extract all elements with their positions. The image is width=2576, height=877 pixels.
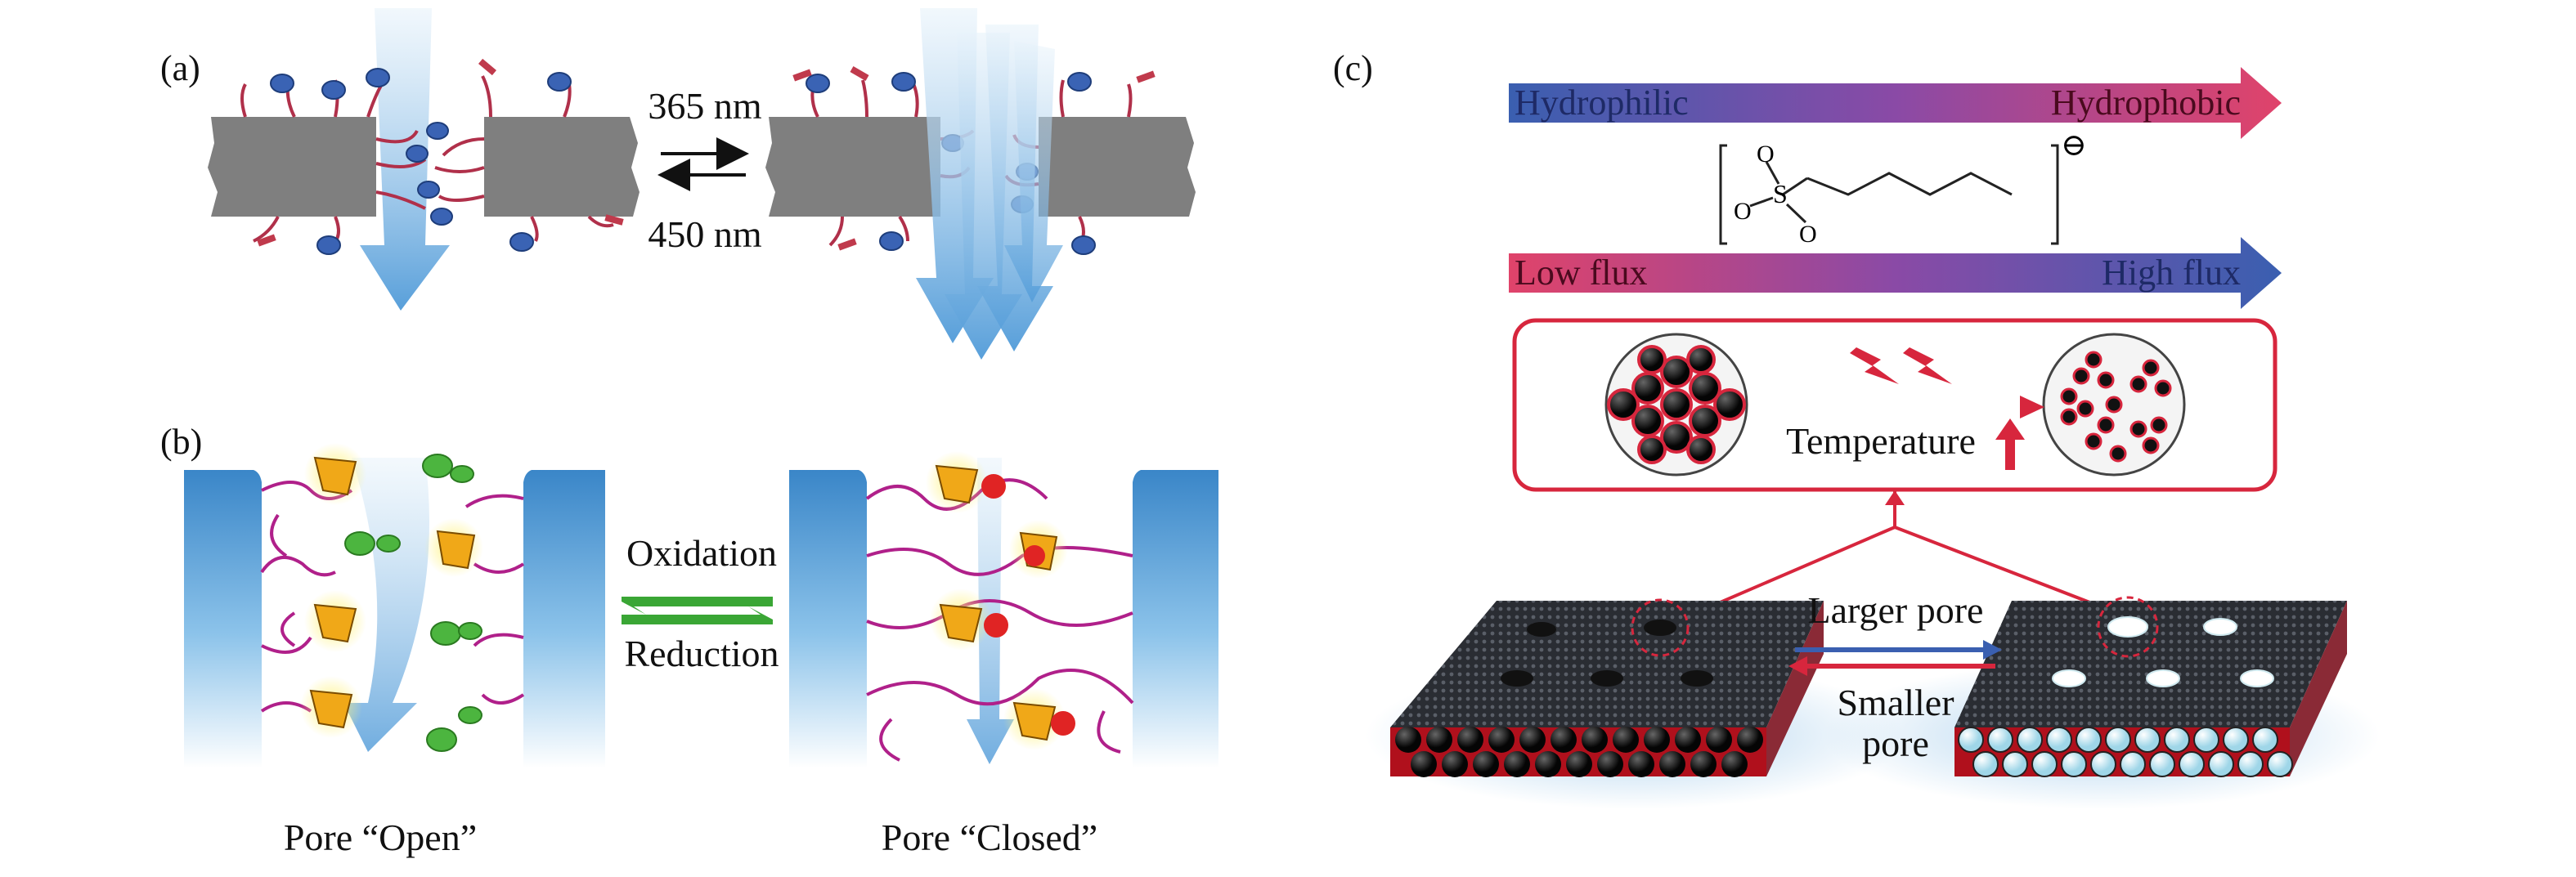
flux-gradient-arrow [1509, 237, 2282, 309]
pore-closed-caption: Pore “Closed” [882, 817, 1097, 858]
smaller-pore-arrow-head [1788, 656, 1807, 676]
membrane-block-left-2 [484, 117, 640, 217]
panel-c-label: (c) [1333, 48, 1373, 88]
membrane-block-right-1 [765, 117, 940, 217]
atom-o2: O [1734, 198, 1752, 225]
temperature-up-arrow-icon [1995, 418, 2025, 470]
atom-o1: O [1757, 141, 1775, 168]
flow-arrow-bundle-right [916, 8, 1063, 360]
polymer-chains-open [260, 481, 525, 713]
azo-tags-right [792, 66, 1156, 251]
cyclodextrin-hosts-open [309, 456, 476, 729]
pore-wall-right-1 [789, 470, 867, 768]
temperature-label: Temperature [1786, 420, 1976, 462]
sulfonate-molecule: O S O O ⊖ [1719, 128, 2087, 248]
membrane-large-pore [1954, 596, 2347, 777]
packed-micelle [1604, 333, 1748, 477]
smaller-pore-label-line2: pore [1862, 723, 1929, 764]
membrane-small-pore [1390, 598, 1824, 777]
membrane-block-right-2 [1039, 117, 1196, 217]
pore-wall-right-2 [1133, 470, 1218, 768]
reduction-arrow [622, 606, 773, 624]
panel-a-label: (a) [160, 48, 200, 88]
membrane-block-left-1 [208, 117, 376, 217]
high-flux-label: High flux [2102, 253, 2241, 293]
smaller-pore-label-line1: Smaller [1837, 682, 1954, 723]
atom-s: S [1773, 179, 1788, 208]
panel-c: (c) Hydrophilic Hydrophobic O S O O ⊖ Lo… [1333, 48, 2380, 809]
charge-label: ⊖ [2061, 128, 2087, 163]
reduction-label: Reduction [624, 633, 779, 674]
cyclodextrin-hosts-closed [935, 464, 1058, 741]
panel-b-label: (b) [160, 422, 202, 462]
expanded-micelle [2042, 333, 2186, 477]
larger-pore-arrow-head [1983, 640, 2002, 660]
temperature-arrow-head [2020, 396, 2044, 418]
ferrocene-guests-free [344, 454, 482, 752]
pore-wall-left-1 [184, 470, 262, 768]
pore-wall-left-2 [523, 470, 605, 768]
hydrophobic-label: Hydrophobic [2051, 83, 2241, 123]
wavelength-450-label: 450 nm [648, 213, 762, 255]
hydrophilic-label: Hydrophilic [1515, 83, 1689, 123]
atom-o3: O [1799, 221, 1817, 248]
hydrophobicity-gradient-arrow [1509, 67, 2282, 139]
heat-bolt-icons [1850, 347, 1952, 384]
low-flux-label: Low flux [1515, 253, 1648, 293]
azo-tags-left [257, 58, 624, 247]
wavelength-365-label: 365 nm [648, 85, 762, 127]
pore-open-caption: Pore “Open” [284, 817, 477, 858]
connector-head [1885, 490, 1905, 505]
panel-a: (a) [160, 8, 1196, 360]
oxidation-arrow [622, 597, 773, 615]
ferrocenium-guests-bound [981, 474, 1075, 736]
flow-arrow-open [343, 458, 429, 752]
oxidation-label: Oxidation [626, 532, 777, 574]
cylinder-groups-left [270, 68, 572, 255]
larger-pore-label: Larger pore [1808, 589, 1984, 631]
panel-b: (b) [160, 422, 1218, 858]
